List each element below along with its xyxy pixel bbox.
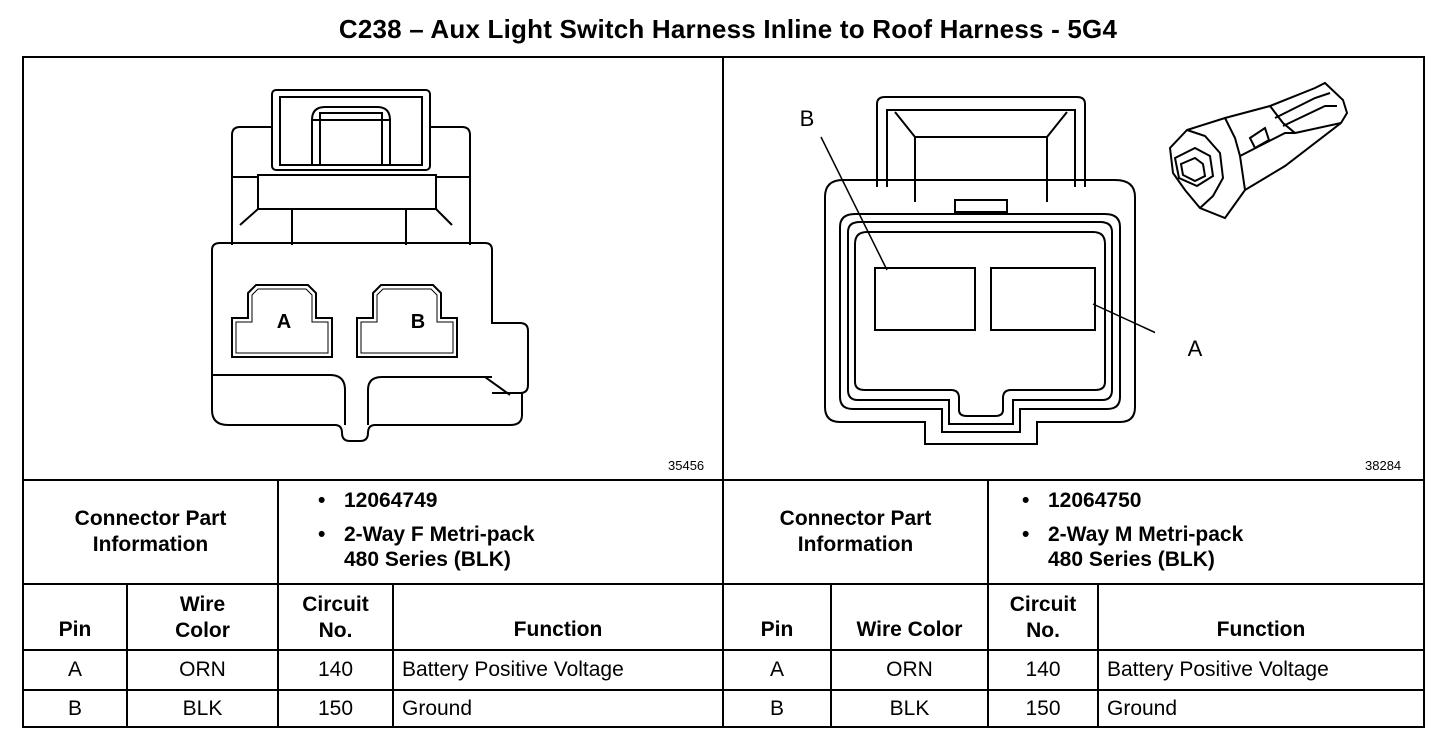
table-row-right-b-circuit: 150 [1025, 697, 1061, 720]
table-row-left-a-function: Battery Positive Voltage [402, 658, 624, 681]
table-row-right-b-pin: B [769, 697, 784, 720]
header-function-right: Function [1216, 618, 1306, 641]
female-connector-face-drawing [211, 89, 529, 442]
divider-row-a-bottom [22, 689, 1425, 691]
table-row-left-b-pin: B [67, 697, 82, 720]
bullet: • [318, 523, 326, 546]
table-row-right-a-color: ORN [886, 658, 933, 681]
divider-image-bottom [22, 479, 1425, 481]
table-row-right-a-pin: A [769, 658, 784, 681]
diagram-title: C238 – Aux Light Switch Harness Inline t… [338, 14, 1118, 44]
table-row-left-b-circuit: 150 [317, 697, 354, 720]
table-row-right-a-function: Battery Positive Voltage [1107, 658, 1329, 681]
part-desc-right-1: 2-Way M Metri-pack [1048, 523, 1244, 546]
part-info-right: • 12064750 • 2-Way M Metri-pack 480 Series… [1022, 486, 1422, 581]
col-line-l1 [126, 583, 128, 728]
header-pin-left: Pin [58, 618, 92, 641]
part-number-left: 12064749 [344, 489, 438, 512]
cavity-label-a-right: A [1187, 336, 1203, 361]
bullet: • [1022, 523, 1030, 546]
col-line-r1 [830, 583, 832, 728]
table-row-left-b-color: BLK [182, 697, 223, 720]
image-number-right: 38284 [1365, 458, 1402, 473]
cavity-label-a-left: A [276, 310, 292, 333]
header-wire-color-right: Wire Color [856, 618, 963, 641]
male-connector-face-drawing [820, 96, 1155, 445]
bullet: • [1022, 489, 1030, 512]
header-pin-right: Pin [760, 618, 794, 641]
col-line-l2 [277, 583, 279, 728]
part-desc-left-2: 480 Series (BLK) [344, 548, 511, 571]
divider-part-info-bottom [22, 583, 1425, 585]
col-line-r3 [1097, 583, 1099, 728]
divider-center [722, 56, 724, 728]
divider-left-info [277, 479, 279, 585]
cavity-label-b-left: B [410, 310, 426, 333]
header-circuit-right: Circuit No. [1009, 593, 1077, 642]
part-desc-left-1: 2-Way F Metri-pack [344, 523, 535, 546]
part-info-left: • 12064749 • 2-Way F Metri-pack 480 Series… [318, 486, 718, 581]
divider-header-bottom [22, 649, 1425, 651]
table-row-right-b-color: BLK [889, 697, 930, 720]
header-circuit-left: Circuit No. [302, 593, 369, 642]
col-line-l3 [392, 583, 394, 728]
image-number-left: 35456 [668, 458, 705, 473]
table-row-left-b-function: Ground [402, 697, 473, 720]
connector-part-info-label-left: Connector Part Information [74, 507, 227, 556]
table-row-right-a-circuit: 140 [1025, 658, 1061, 681]
divider-right-info [987, 479, 989, 585]
part-number-right: 12064750 [1048, 489, 1142, 512]
header-wire-color-left: Wire Color [175, 593, 230, 642]
cavity-label-b-right: B [799, 106, 815, 131]
col-line-r2 [987, 583, 989, 728]
header-function-left: Function [513, 618, 603, 641]
connector-part-info-label-right: Connector Part Information [779, 507, 932, 556]
table-row-left-a-color: ORN [179, 658, 226, 681]
part-desc-right-2: 480 Series (BLK) [1048, 548, 1215, 571]
bullet: • [318, 489, 326, 512]
connector-perspective-icon [1168, 81, 1349, 220]
table-row-right-b-function: Ground [1107, 697, 1178, 720]
table-row-left-a-pin: A [67, 658, 82, 681]
table-row-left-a-circuit: 140 [317, 658, 354, 681]
